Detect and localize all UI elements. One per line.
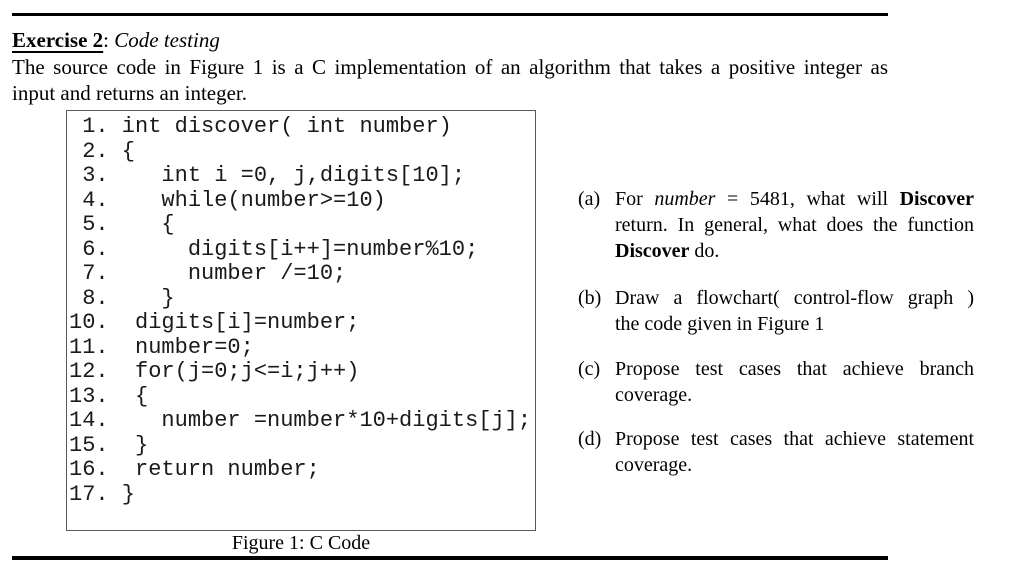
intro-line: input and returns an integer. [12,81,248,105]
exercise-heading: Exercise 2: Code testing [12,27,220,53]
question-line: Discover do. [615,238,974,264]
question-text: Propose test cases that achieve statemen… [615,426,974,478]
text-segment: = 5481, what will [715,188,900,210]
text-segment: do. [689,240,720,262]
text-segment: Discover [899,188,974,210]
text-segment: Discover [615,240,690,262]
question-line: return. In general, what does the functi… [615,212,974,238]
figure-caption: Figure 1: C Code [231,532,371,554]
question-line: Propose test cases that achieve branch [615,356,974,382]
text-segment: Code testing [114,28,220,52]
bottom-rule [12,556,888,560]
question-text: Propose test cases that achieve branch co… [615,356,974,408]
question-line: For number = 5481, what will Discover [615,186,974,212]
intro-line: The source code in Figure 1 is a C imple… [12,55,888,79]
question-label: (c) [578,358,601,380]
question-item: (c) Propose test cases that achieve branc… [578,356,975,408]
text-segment: For [615,188,655,210]
question-item: (b) Draw a flowchart( control-flow graph … [578,285,975,337]
question-label: (d) [578,428,602,450]
text-segment: Propose test cases that achieve branch [615,358,974,380]
question-item: (a) For number = 5481, what will Discover… [578,186,975,264]
code-pre: 1. int discover( int number) 2. { 3. int… [69,114,532,507]
question-line: Propose test cases that achieve statemen… [615,426,974,452]
question-line: coverage. [615,382,974,408]
code-figure-box: 1. int discover( int number) 2. { 3. int… [66,110,536,531]
question-line: the code given in Figure 1 [615,311,974,337]
questions-list: (a) For number = 5481, what will Discover… [578,186,975,478]
text-segment: Exercise 2 [12,28,104,52]
text-segment: Propose test cases that achieve statemen… [615,428,974,450]
text-segment: the code given in Figure 1 [615,313,825,335]
question-item: (d) Propose test cases that achieve state… [578,426,975,478]
top-rule [12,13,888,16]
text-segment: number [654,188,716,210]
text-segment: return. In general, what does the functi… [615,214,974,236]
text-segment: Draw a flowchart( control-flow graph ) [615,287,974,309]
text-segment: : [103,28,115,52]
text-segment: coverage. [615,384,693,406]
question-label: (a) [578,188,601,210]
text-segment: coverage. [615,454,693,476]
question-label: (b) [578,287,602,309]
intro-paragraph: The source code in Figure 1 is a C imple… [12,54,888,106]
question-text: Draw a flowchart( control-flow graph ) th… [615,285,974,337]
question-line: Draw a flowchart( control-flow graph ) [615,285,974,311]
question-line: coverage. [615,452,974,478]
